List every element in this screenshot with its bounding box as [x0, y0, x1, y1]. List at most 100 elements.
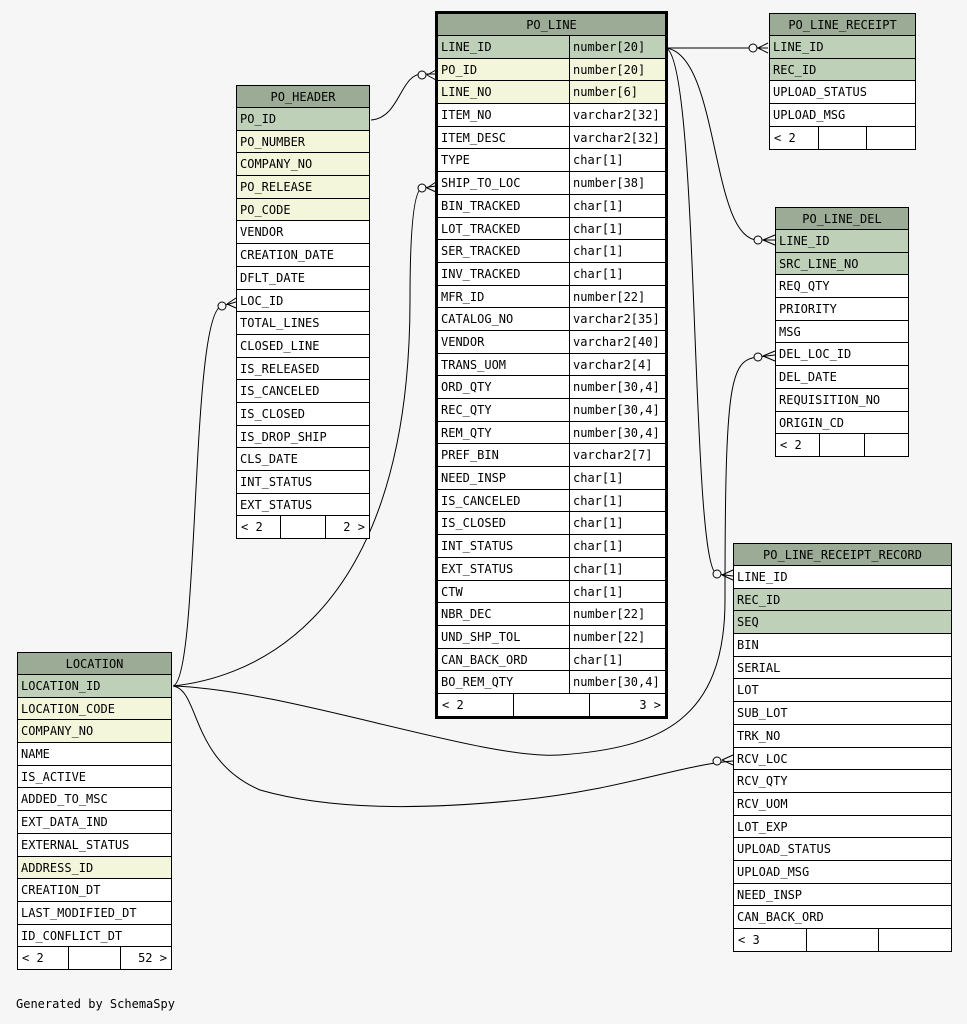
column-row: IS_RELEASED — [237, 358, 369, 381]
column-row: CREATION_DT — [18, 879, 171, 902]
table-title[interactable]: PO_HEADER — [237, 86, 369, 108]
column-row: PO_ID — [237, 108, 369, 131]
column-row: PO_NUMBER — [237, 130, 369, 154]
column-row: RCV_UOM — [734, 793, 951, 816]
child-count: 2 > — [324, 516, 369, 539]
column-row: IS_CANCELED — [237, 380, 369, 403]
parent-count: < 2 — [241, 520, 263, 535]
column-name: UND_SHP_TOL — [441, 629, 521, 644]
column-type: char[1] — [569, 580, 665, 603]
column-name: RCV_LOC — [737, 751, 788, 766]
column-row: LOC_ID — [237, 290, 369, 313]
column-name: IS_RELEASED — [240, 361, 320, 376]
column-name: REQ_QTY — [779, 279, 830, 294]
column-name: COMPANY_NO — [240, 157, 313, 172]
footer-cell — [817, 126, 867, 149]
column-type: char[1] — [569, 557, 665, 580]
link-end-circle — [712, 569, 722, 579]
column-row: CAN_BACK_ORD — [734, 906, 951, 929]
column-row: EXT_DATA_IND — [18, 811, 171, 834]
parent-count: < 3 — [738, 933, 760, 947]
column-row: CLS_DATE — [237, 448, 369, 471]
column-name: PO_NUMBER — [240, 134, 306, 149]
column-name: PO_RELEASE — [240, 180, 313, 195]
table-title[interactable]: PO_LINE_DEL — [776, 208, 908, 230]
column-name: ADDED_TO_MSC — [21, 792, 108, 807]
column-name: DEL_DATE — [779, 370, 837, 385]
column-row: UPLOAD_MSG — [734, 861, 951, 884]
link-po-line-del — [665, 47, 775, 241]
column-name: CAN_BACK_ORD — [737, 910, 824, 925]
column-name: DEL_LOC_ID — [779, 347, 852, 362]
column-name: PO_CODE — [240, 202, 291, 217]
footer-cell — [805, 929, 879, 951]
column-name: LOT_EXP — [737, 819, 788, 834]
table-title[interactable]: PO_LINE — [438, 14, 665, 36]
child-count: 3 > — [589, 693, 665, 716]
column-row: RCV_LOC — [734, 748, 951, 771]
crowfoot — [762, 234, 776, 246]
column-name: SERIAL — [737, 660, 781, 675]
column-name: LINE_ID — [737, 570, 788, 584]
column-row: REQUISITION_NO — [776, 389, 908, 412]
table-title[interactable]: PO_LINE_RECEIPT — [770, 14, 915, 36]
parent-count: < 2 — [442, 697, 464, 712]
generated-by-note: Generated by SchemaSpy — [16, 997, 175, 1011]
parent-count: < 2 — [22, 951, 44, 966]
column-name: LOT — [737, 683, 759, 698]
column-name: SUB_LOT — [737, 706, 788, 721]
link-end-circle — [217, 301, 227, 311]
column-row: IS_ACTIVE — [18, 766, 171, 789]
column-type: number[6] — [569, 81, 665, 104]
column-row: LAST_MODIFIED_DT — [18, 902, 171, 925]
column-type: char[1] — [569, 262, 665, 285]
link-location-po-line-del — [172, 354, 776, 756]
column-name: PO_ID — [441, 62, 478, 77]
column-name: ITEM_NO — [441, 108, 492, 123]
column-row: LINE_ID — [734, 566, 951, 589]
table-title[interactable]: LOCATION — [18, 653, 171, 675]
column-type: varchar2[35] — [569, 308, 665, 330]
child-count — [863, 434, 908, 457]
column-row: PO_CODE — [237, 198, 369, 222]
column-row: PRIORITY — [776, 298, 908, 321]
column-type: char[1] — [569, 512, 665, 535]
column-type: char[1] — [569, 648, 665, 671]
table-footer: < 3 — [734, 929, 951, 951]
column-name: TOTAL_LINES — [240, 316, 320, 331]
column-row: NEED_INSP — [734, 884, 951, 907]
column-name: CREATION_DT — [21, 883, 101, 898]
column-name: LINE_ID — [773, 40, 824, 54]
column-name: SER_TRACKED — [441, 244, 521, 259]
column-row: TRK_NO — [734, 725, 951, 748]
column-name: CREATION_DATE — [240, 248, 334, 263]
column-name: MFR_ID — [441, 289, 485, 304]
footer-cell — [513, 693, 589, 716]
column-type: char[1] — [569, 217, 665, 240]
column-row: COMPANY_NO — [237, 153, 369, 177]
crowfoot — [226, 297, 237, 309]
column-name: EXTERNAL_STATUS — [21, 837, 130, 852]
column-name: MSG — [779, 324, 801, 339]
column-row: CLOSED_LINE — [237, 335, 369, 358]
link-end-circle — [417, 70, 427, 80]
column-row: IS_CLOSED char[1] — [438, 512, 665, 536]
column-name: RCV_QTY — [737, 774, 788, 789]
table-title[interactable]: PO_LINE_RECEIPT_RECORD — [734, 544, 951, 566]
column-type: char[1] — [569, 149, 665, 172]
column-name: IS_CLOSED — [441, 516, 507, 531]
